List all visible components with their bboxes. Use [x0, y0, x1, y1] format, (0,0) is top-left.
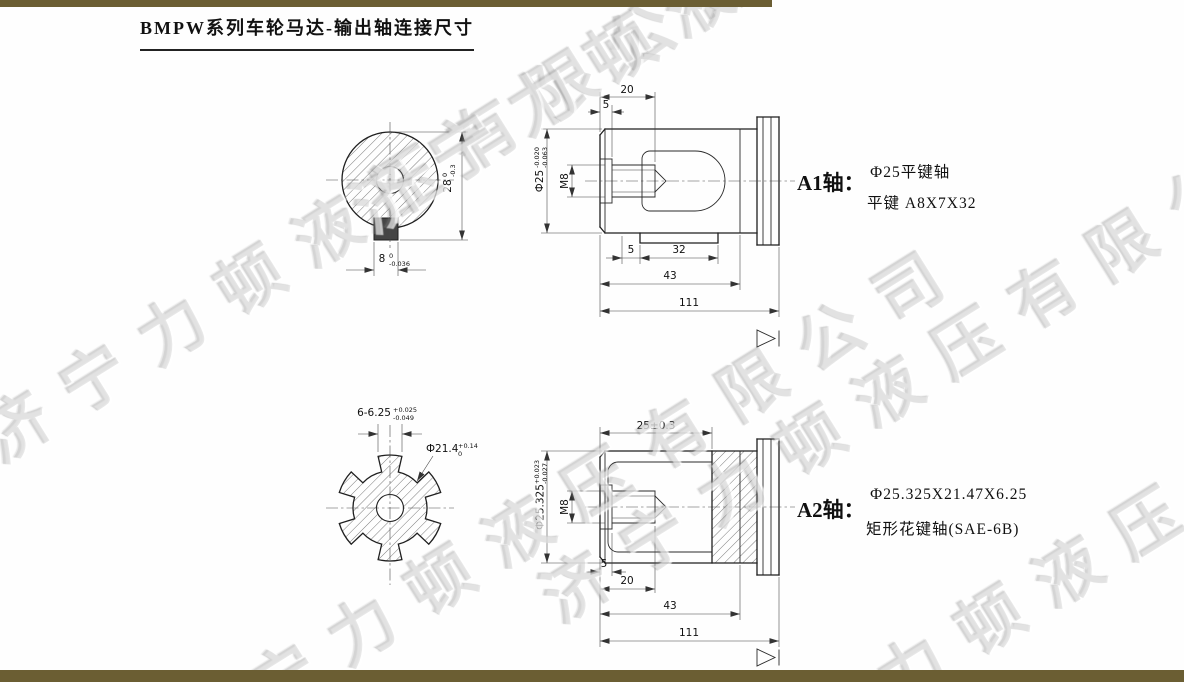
- bottom-border-bar: [0, 670, 1184, 682]
- a2-dim-25: 25±0.3: [599, 420, 713, 455]
- a1-key-side: [639, 232, 719, 244]
- a1-dim-28: 28 0 -0.3: [394, 131, 468, 241]
- a1-dim-111-value: 111: [679, 297, 699, 309]
- a2-dia-tol-dn: -0.027: [541, 463, 549, 484]
- a2-desc-line2: 矩形花键轴(SAE-6B): [866, 521, 1020, 538]
- a2-dim-111: 111: [600, 577, 780, 647]
- a2-dim-25-value: 25±0.3: [637, 420, 676, 432]
- a2-dia-tol-up: +0.023: [533, 460, 541, 484]
- a1-dim-m8: M8: [559, 164, 605, 198]
- a2-root-dia-value: Ф21.4: [426, 443, 459, 455]
- a1-dim-28-tol-dn: -0.3: [449, 164, 457, 177]
- a1-dim-8-tol-dn: -0.036: [389, 260, 410, 268]
- a1-dim-8-value: 8: [379, 253, 386, 265]
- a2-root-dia-tol-dn: 0: [458, 450, 462, 458]
- a2-spline-w-tol-up: +0.025: [393, 406, 417, 414]
- a1-dia-value: Ф25: [534, 170, 546, 192]
- a1-keyway: [639, 150, 726, 244]
- a1-dim-32: 32: [639, 244, 719, 264]
- a2-dim-m8-value: M8: [559, 499, 571, 515]
- a2-spline-side: [607, 450, 713, 564]
- a1-projection-symbol: [756, 329, 780, 348]
- a2-dia-value: Ф25.325: [535, 484, 547, 530]
- a1-thread-hole: [599, 158, 667, 204]
- a2-dim-5: 5: [586, 533, 626, 647]
- a2-dim-20: 20: [600, 526, 656, 593]
- a1-dia-tol-up: -0.020: [533, 147, 541, 168]
- a2-desc-line1: Ф25.325X21.47X6.25: [870, 486, 1028, 503]
- a1-dim-m8-value: M8: [559, 173, 571, 189]
- a1-dim-5-bottom: 5: [606, 236, 640, 264]
- page-title: BMPW系列车轮马达-输出轴连接尺寸: [140, 14, 474, 51]
- a1-dim-28-tol-up: 0: [441, 173, 449, 177]
- a2-projection-symbol: [756, 648, 780, 667]
- a1-dim-5-top: 5: [588, 99, 624, 157]
- a1-dim-dia25: Ф25 -0.020 -0.063: [533, 128, 602, 234]
- a2-dim-root-dia: Ф21.4 +0.14 0: [416, 442, 478, 482]
- a1-shaft-label: A1轴：: [797, 171, 865, 195]
- a2-dim-spline-width: 6-6.25 +0.025 -0.049: [357, 406, 422, 452]
- a2-dim-dia: Ф25.325 +0.023 -0.027: [533, 450, 602, 564]
- a2-dim-5-value: 5: [601, 558, 608, 570]
- a2-side-view: [585, 438, 795, 576]
- a1-dim-5-bot-value: 5: [628, 244, 635, 256]
- a1-dim-5-top-value: 5: [603, 99, 610, 111]
- a1-side-view: [585, 116, 795, 246]
- a2-dim-43: 43: [600, 565, 741, 620]
- a1-desc-line2: 平键 A8X7X32: [867, 195, 977, 212]
- a1-dim-8: 8 0 -0.036: [346, 242, 426, 276]
- a1-dim-43: 43: [599, 235, 741, 317]
- a2-section-view: [326, 425, 454, 585]
- a1-dia-tol-dn: -0.063: [541, 147, 549, 168]
- a2-shaft-label: A2轴：: [797, 498, 865, 522]
- top-border-bar: [0, 0, 772, 7]
- a1-dim-20: 20: [599, 84, 656, 162]
- a2-spline-w-tol-dn: -0.049: [393, 414, 414, 422]
- a2-dim-43-value: 43: [663, 600, 676, 612]
- a1-dim-43-value: 43: [663, 270, 676, 282]
- a1-dim-111: 111: [600, 247, 780, 317]
- a1-dim-8-tol-up: 0: [389, 252, 393, 260]
- a2-root-dia-tol-up: +0.14: [458, 442, 478, 450]
- a1-section-view: [326, 122, 454, 248]
- a1-dim-20-value: 20: [620, 84, 633, 96]
- a2-spline-w-value: 6-6.25: [357, 407, 391, 419]
- a1-key-section: [373, 217, 399, 241]
- a2-dim-20-value: 20: [620, 575, 633, 587]
- a2-thread-hole: [599, 484, 667, 530]
- a2-dim-m8: M8: [559, 490, 605, 524]
- a1-dim-32-value: 32: [672, 244, 685, 256]
- a1-desc-line1: Ф25平键轴: [870, 164, 951, 181]
- a2-dim-111-value: 111: [679, 627, 699, 639]
- a1-dim-28-value: 28: [442, 179, 454, 192]
